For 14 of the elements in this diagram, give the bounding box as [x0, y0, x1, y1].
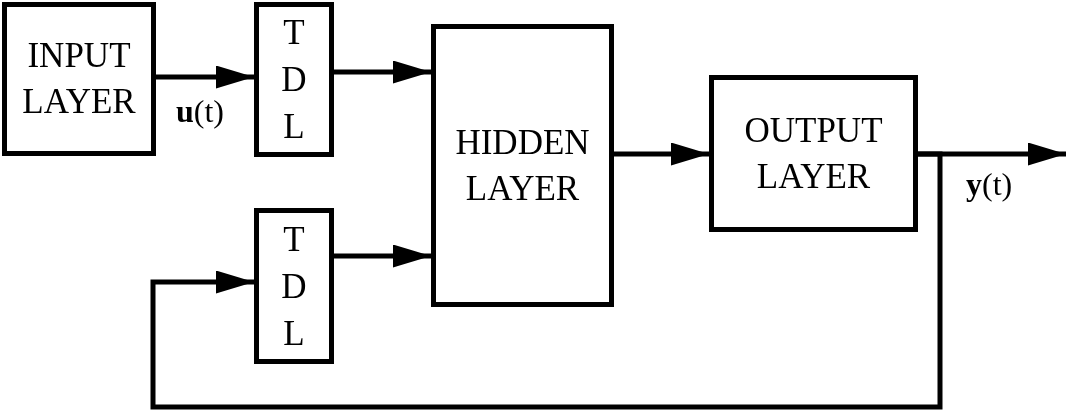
box-label: T D L: [280, 12, 308, 148]
process-box: [2, 2, 156, 156]
box-label: OUTPUT LAYER: [743, 109, 884, 198]
arrow: [614, 142, 709, 166]
arrow: [334, 60, 431, 84]
arrow: [334, 244, 431, 268]
process-box: [254, 2, 334, 157]
process-box: [709, 75, 918, 232]
process-box: [254, 208, 334, 364]
box-label: HIDDEN LAYER: [454, 121, 591, 210]
process-box: [431, 24, 614, 307]
arrow: [156, 65, 254, 89]
box-label: INPUT LAYER: [21, 35, 137, 123]
box-label: T D L: [280, 218, 308, 355]
